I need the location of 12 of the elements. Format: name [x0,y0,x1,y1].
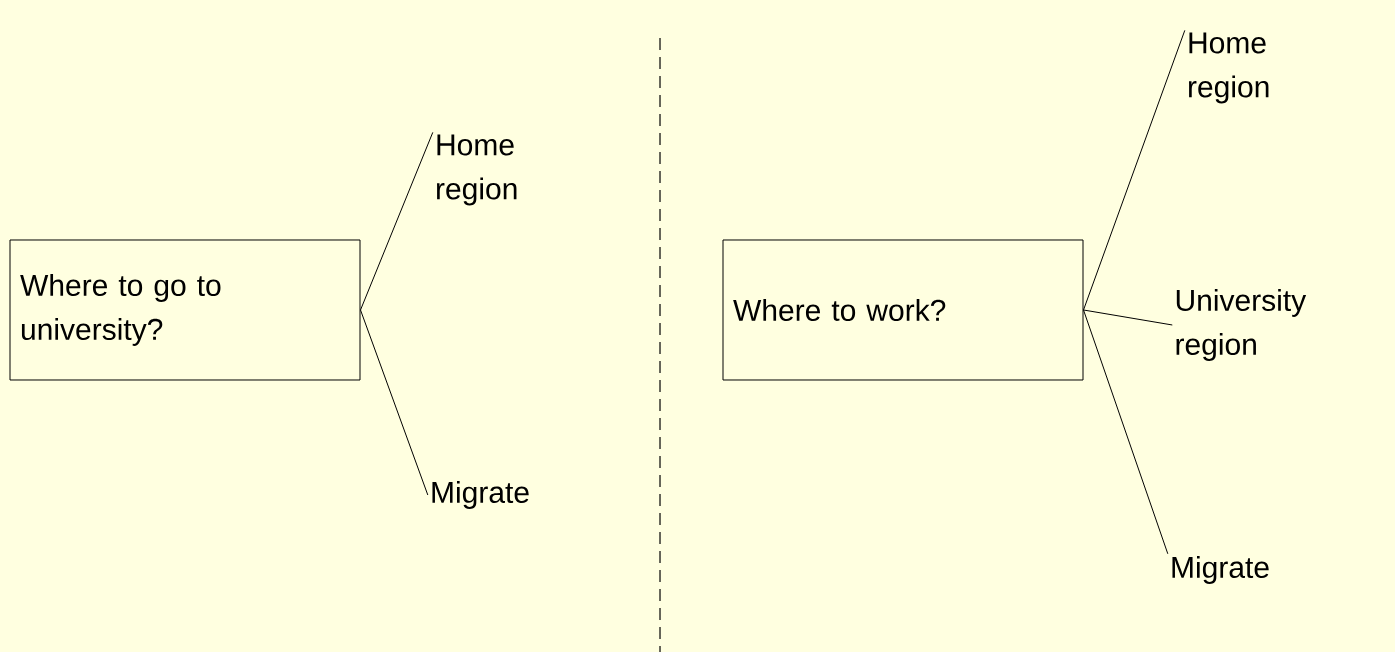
option-text: Home region [437,134,517,206]
connector-line [360,309,429,496]
connector-line [1083,309,1173,326]
question-box: Where to go to university? [9,239,361,381]
option-text: Migrate [432,481,529,509]
question-box: Where to work? [722,239,1084,381]
option-text: Home region [1189,32,1269,104]
connector-line [1083,309,1169,555]
connector-line [1083,29,1186,311]
connector-line [360,131,434,311]
option-text: University region [1176,289,1307,361]
option-text: Migrate [1172,556,1269,584]
